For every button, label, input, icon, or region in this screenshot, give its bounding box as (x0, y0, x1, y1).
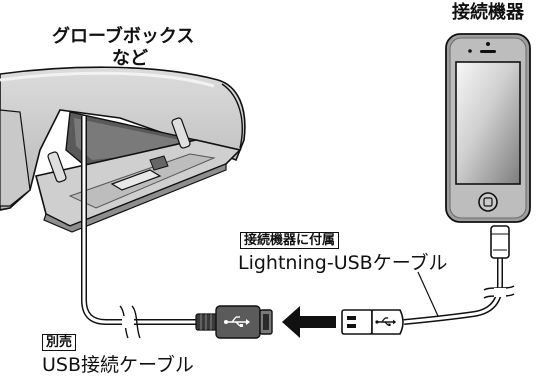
lightning-cable-label: Lightning-USBケーブル (238, 252, 448, 274)
usb-icon (375, 317, 397, 326)
glovebox-label-line2: など (112, 48, 148, 69)
usb-cable-label: USB接続ケーブル (42, 354, 194, 376)
glovebox-label-line1: グローブボックス (52, 26, 195, 47)
usb-icon (224, 316, 250, 327)
device-title: 接続機器 (452, 2, 524, 23)
accessory-tag: 接続機器に付属 (240, 232, 340, 249)
separate-tag: 別売 (42, 334, 77, 351)
glovebox-illustration (0, 66, 246, 233)
left-arrow-icon (282, 306, 336, 338)
smartphone-icon (445, 33, 531, 223)
lightning-usb-cable (341, 225, 515, 335)
